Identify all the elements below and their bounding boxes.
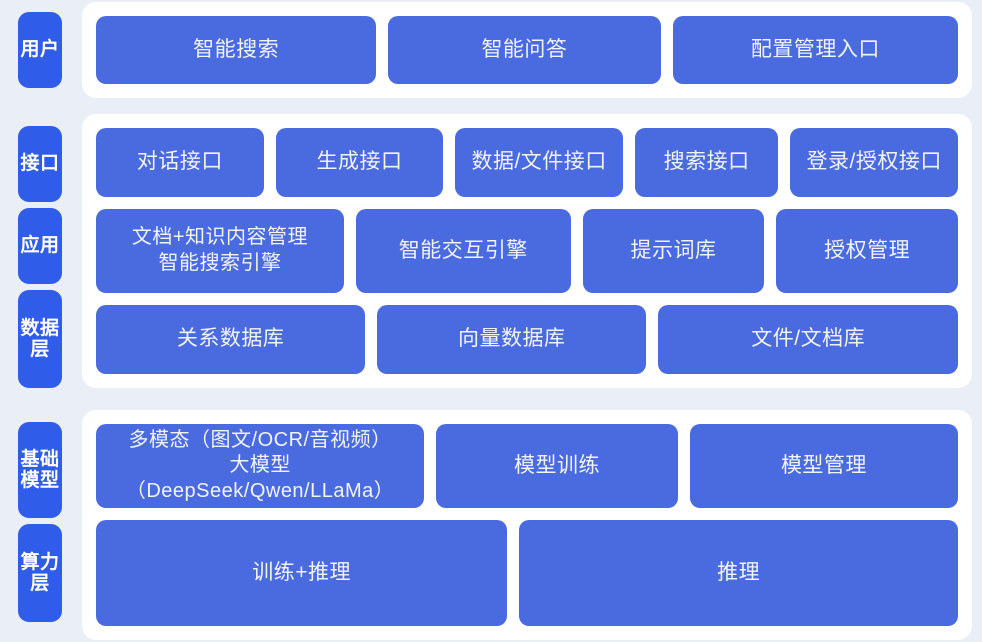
rail-users: 用户 (0, 2, 82, 98)
box-config-management-entry[interactable]: 配置管理入口 (672, 16, 958, 84)
box-inference[interactable]: 推理 (519, 520, 958, 626)
box-file-document-store[interactable]: 文件/文档库 (658, 305, 958, 375)
row-users: 智能搜索 智能问答 配置管理入口 (96, 16, 958, 84)
rail-tab-application[interactable]: 应用 (18, 208, 62, 284)
panel-middle: 对话接口 生成接口 数据/文件接口 搜索接口 登录/授权接口 文档+知识内容管理… (82, 114, 972, 388)
box-login-auth-interface[interactable]: 登录/授权接口 (790, 128, 959, 197)
row-data-layer: 关系数据库 向量数据库 文件/文档库 (96, 305, 958, 375)
panel-users: 智能搜索 智能问答 配置管理入口 (82, 2, 972, 98)
rail-base: 基础模型 算力层 (0, 410, 82, 640)
box-model-training[interactable]: 模型训练 (436, 424, 678, 508)
rail-tab-foundation-model[interactable]: 基础模型 (18, 422, 62, 518)
band-middle: 接口 应用 数据层 对话接口 生成接口 数据/文件接口 搜索接口 登录/授权接口… (0, 114, 982, 388)
rail-tab-users[interactable]: 用户 (18, 12, 62, 88)
row-compute-layer: 训练+推理 推理 (96, 520, 958, 626)
box-smart-interaction-engine[interactable]: 智能交互引擎 (355, 208, 571, 294)
box-vector-database[interactable]: 向量数据库 (377, 305, 647, 375)
band-users: 用户 智能搜索 智能问答 配置管理入口 (0, 2, 982, 98)
panel-base: 多模态（图文/OCR/音视频） 大模型（DeepSeek/Qwen/LLaMa）… (82, 410, 972, 640)
rail-tab-interface[interactable]: 接口 (18, 126, 62, 202)
box-doc-knowledge-management[interactable]: 文档+知识内容管理 智能搜索引擎 (96, 208, 344, 294)
box-relational-database[interactable]: 关系数据库 (96, 305, 366, 375)
box-dialog-interface[interactable]: 对话接口 (96, 128, 264, 197)
box-data-file-interface[interactable]: 数据/文件接口 (455, 128, 623, 197)
box-search-interface[interactable]: 搜索接口 (634, 128, 779, 197)
row-interface: 对话接口 生成接口 数据/文件接口 搜索接口 登录/授权接口 (96, 128, 959, 197)
box-model-management[interactable]: 模型管理 (689, 424, 958, 508)
box-smart-search[interactable]: 智能搜索 (96, 16, 377, 84)
rail-tab-compute-layer[interactable]: 算力层 (18, 524, 62, 622)
box-prompt-library[interactable]: 提示词库 (582, 208, 765, 294)
box-generation-interface[interactable]: 生成接口 (275, 128, 444, 197)
rail-tab-data-layer[interactable]: 数据层 (18, 290, 62, 388)
band-base: 基础模型 算力层 多模态（图文/OCR/音视频） 大模型（DeepSeek/Qw… (0, 410, 982, 640)
row-application: 文档+知识内容管理 智能搜索引擎 智能交互引擎 提示词库 授权管理 (96, 208, 958, 294)
rail-middle: 接口 应用 数据层 (0, 114, 82, 388)
box-smart-qa[interactable]: 智能问答 (388, 16, 661, 84)
box-authorization-management[interactable]: 授权管理 (776, 208, 958, 294)
box-multimodal-large-model[interactable]: 多模态（图文/OCR/音视频） 大模型（DeepSeek/Qwen/LLaMa） (96, 424, 425, 508)
box-training-plus-inference[interactable]: 训练+推理 (96, 520, 508, 626)
row-foundation-model: 多模态（图文/OCR/音视频） 大模型（DeepSeek/Qwen/LLaMa）… (96, 424, 958, 508)
